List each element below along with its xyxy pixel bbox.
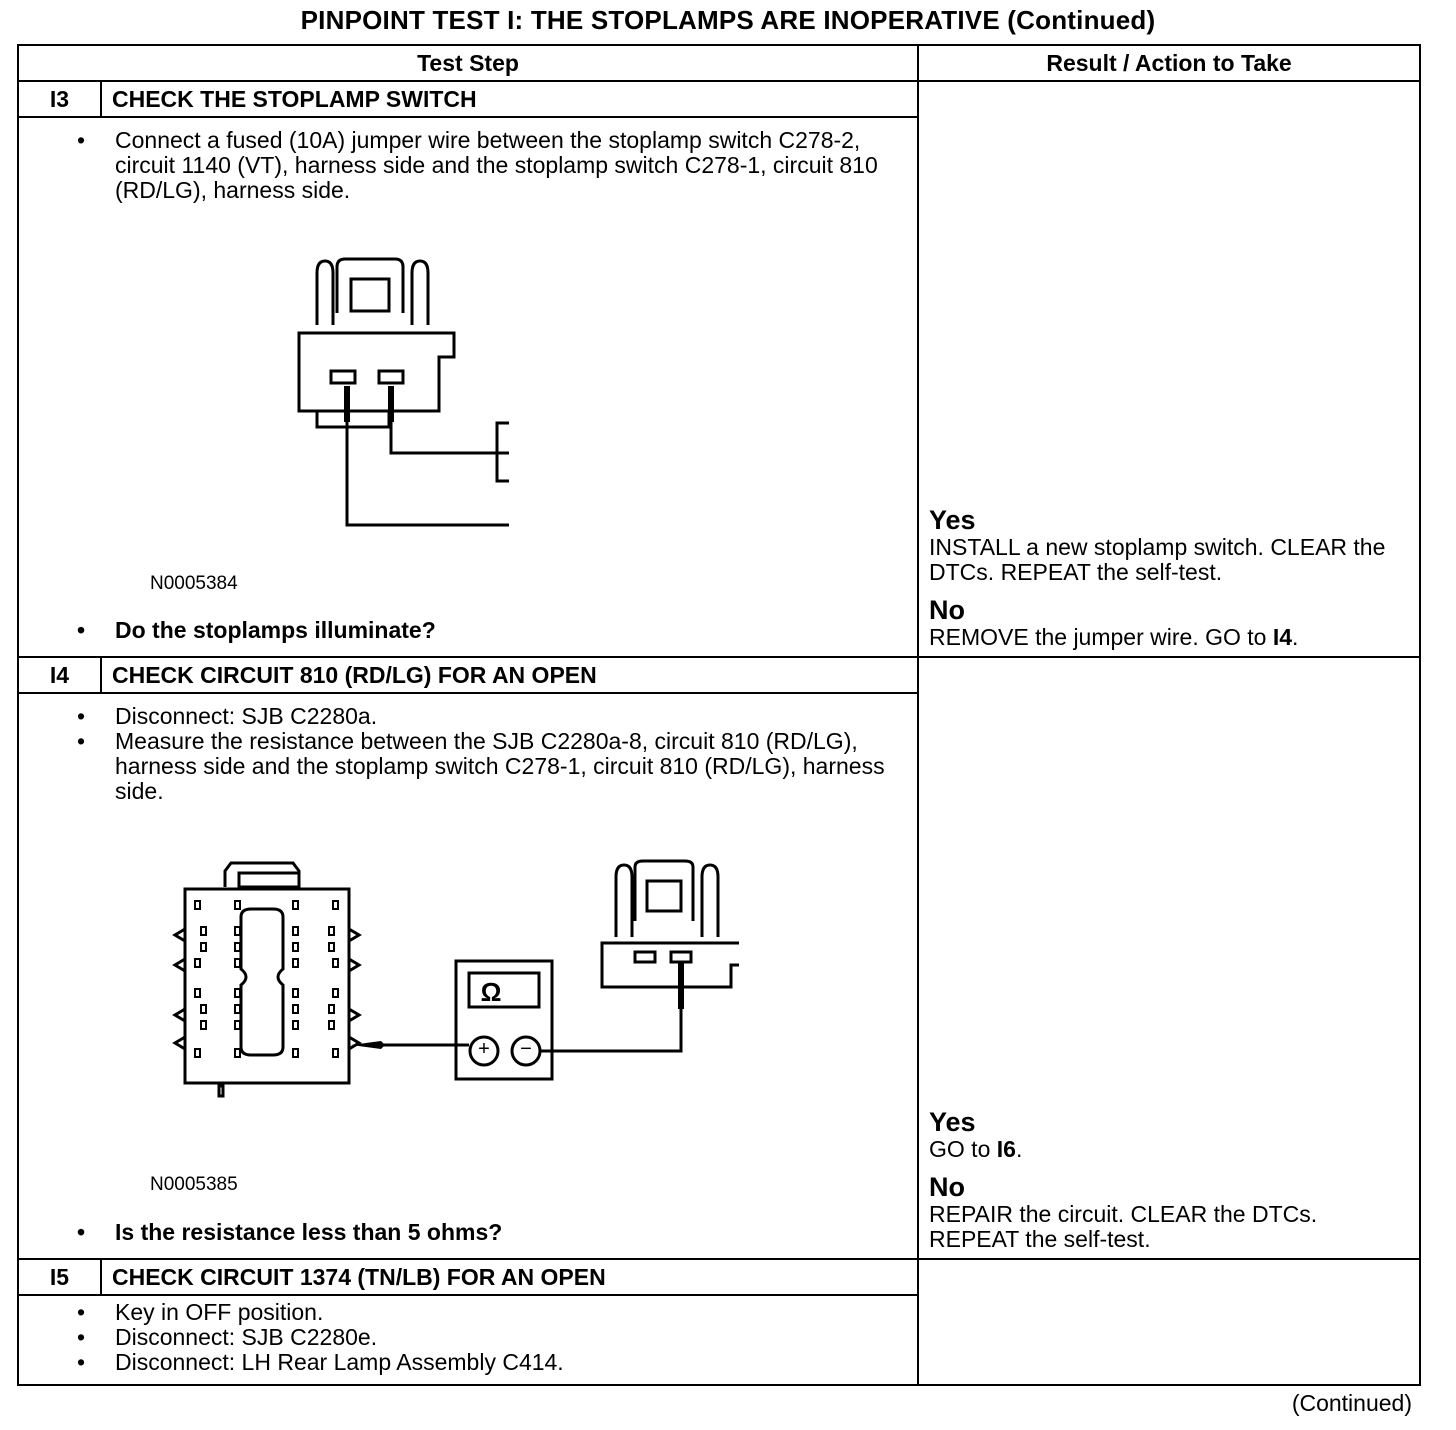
step-i5-bullets: Key in OFF position. Disconnect: SJB C22… [19,1296,917,1376]
no-action: REPAIR the circuit. CLEAR the DTCs. REPE… [929,1201,1318,1252]
yes-action-end: . [1015,1136,1023,1162]
bullet-item: Disconnect: SJB C2280a. [77,704,897,730]
step-question: Do the stoplamps illuminate? [77,618,436,644]
step-i4-bullets: Disconnect: SJB C2280a. Measure the resi… [19,694,917,804]
bullet-item: Disconnect: SJB C2280e. [77,1325,897,1351]
step-i3-content-row: Connect a fused (10A) jumper wire betwee… [16,116,1420,658]
step-title: CHECK CIRCUIT 810 (RD/LG) FOR AN OPEN [99,656,920,694]
jumper-wire-diagram [297,257,509,527]
goto-link-i4[interactable]: I4 [1272,624,1293,650]
step-i4-content-row: Disconnect: SJB C2280a. Measure the resi… [16,692,1420,1260]
resistance-measurement-diagram [172,859,739,1098]
step-i4-title-row: I4 CHECK CIRCUIT 810 (RD/LG) FOR AN OPEN… [17,656,1422,1260]
header-result: Result / Action to Take [917,44,1422,82]
meter-minus-label: − [520,1038,532,1060]
table-header-row: Test Step Result / Action to Take [16,44,1422,82]
step-i5-content-row: Key in OFF position. Disconnect: SJB C22… [16,1294,1420,1386]
header-test-step: Test Step [16,44,920,82]
step-question: Is the resistance less than 5 ohms? [77,1220,502,1246]
step-title: CHECK CIRCUIT 1374 (TN/LB) FOR AN OPEN [99,1258,920,1296]
yes-label: Yes [929,1107,976,1137]
no-action-text: REMOVE the jumper wire. GO to [929,624,1273,650]
step-i3-content: Connect a fused (10A) jumper wire betwee… [16,116,920,658]
yes-action-text: GO to [929,1136,997,1162]
step-i4-question-list: Is the resistance less than 5 ohms? [19,1220,522,1246]
step-id: I3 [17,80,102,118]
step-i4-content: Disconnect: SJB C2280a. Measure the resi… [16,692,920,1260]
figure-code: N0005385 [150,1174,238,1195]
step-id: I5 [17,1258,102,1296]
meter-plus-label: + [478,1038,490,1060]
goto-link-i6[interactable]: I6 [996,1136,1016,1162]
step-i5-title-row: I5 CHECK CIRCUIT 1374 (TN/LB) FOR AN OPE… [17,1258,1422,1386]
yes-label: Yes [929,505,976,535]
step-i5-result [917,1258,1422,1386]
step-id: I4 [17,656,102,694]
step-i3-bullets: Connect a fused (10A) jumper wire betwee… [19,118,917,203]
bullet-item: Disconnect: LH Rear Lamp Assembly C414. [77,1350,897,1376]
step-i3-result: Yes INSTALL a new stoplamp switch. CLEAR… [917,80,1422,658]
step-i3-question-list: Do the stoplamps illuminate? [19,618,456,644]
pinpoint-test-table: Test Step Result / Action to Take I3 CHE… [16,44,1422,1386]
step-i3-title-row: I3 CHECK THE STOPLAMP SWITCH Yes INSTALL… [17,80,1422,658]
step-i4-result: Yes GO to I6. No REPAIR the circuit. CLE… [917,656,1422,1260]
step-title: CHECK THE STOPLAMP SWITCH [99,80,920,118]
step-i5-content: Key in OFF position. Disconnect: SJB C22… [16,1294,920,1386]
page-title: PINPOINT TEST I: THE STOPLAMPS ARE INOPE… [300,5,1156,35]
no-label: No [929,595,966,625]
continued-note: (Continued) [1291,1390,1412,1416]
no-label: No [929,1172,966,1202]
yes-action: GO to I6. [929,1137,1413,1162]
no-action-end: . [1292,624,1299,650]
no-action: REMOVE the jumper wire. GO to I4. [929,625,1413,650]
figure-code: N0005384 [150,573,238,594]
bullet-item: Key in OFF position. [77,1300,897,1326]
bullet-item: Connect a fused (10A) jumper wire betwee… [77,128,897,203]
yes-action: INSTALL a new stoplamp switch. CLEAR the… [929,534,1386,585]
ohm-symbol: Ω [480,977,502,1007]
bullet-item: Measure the resistance between the SJB C… [77,729,897,804]
